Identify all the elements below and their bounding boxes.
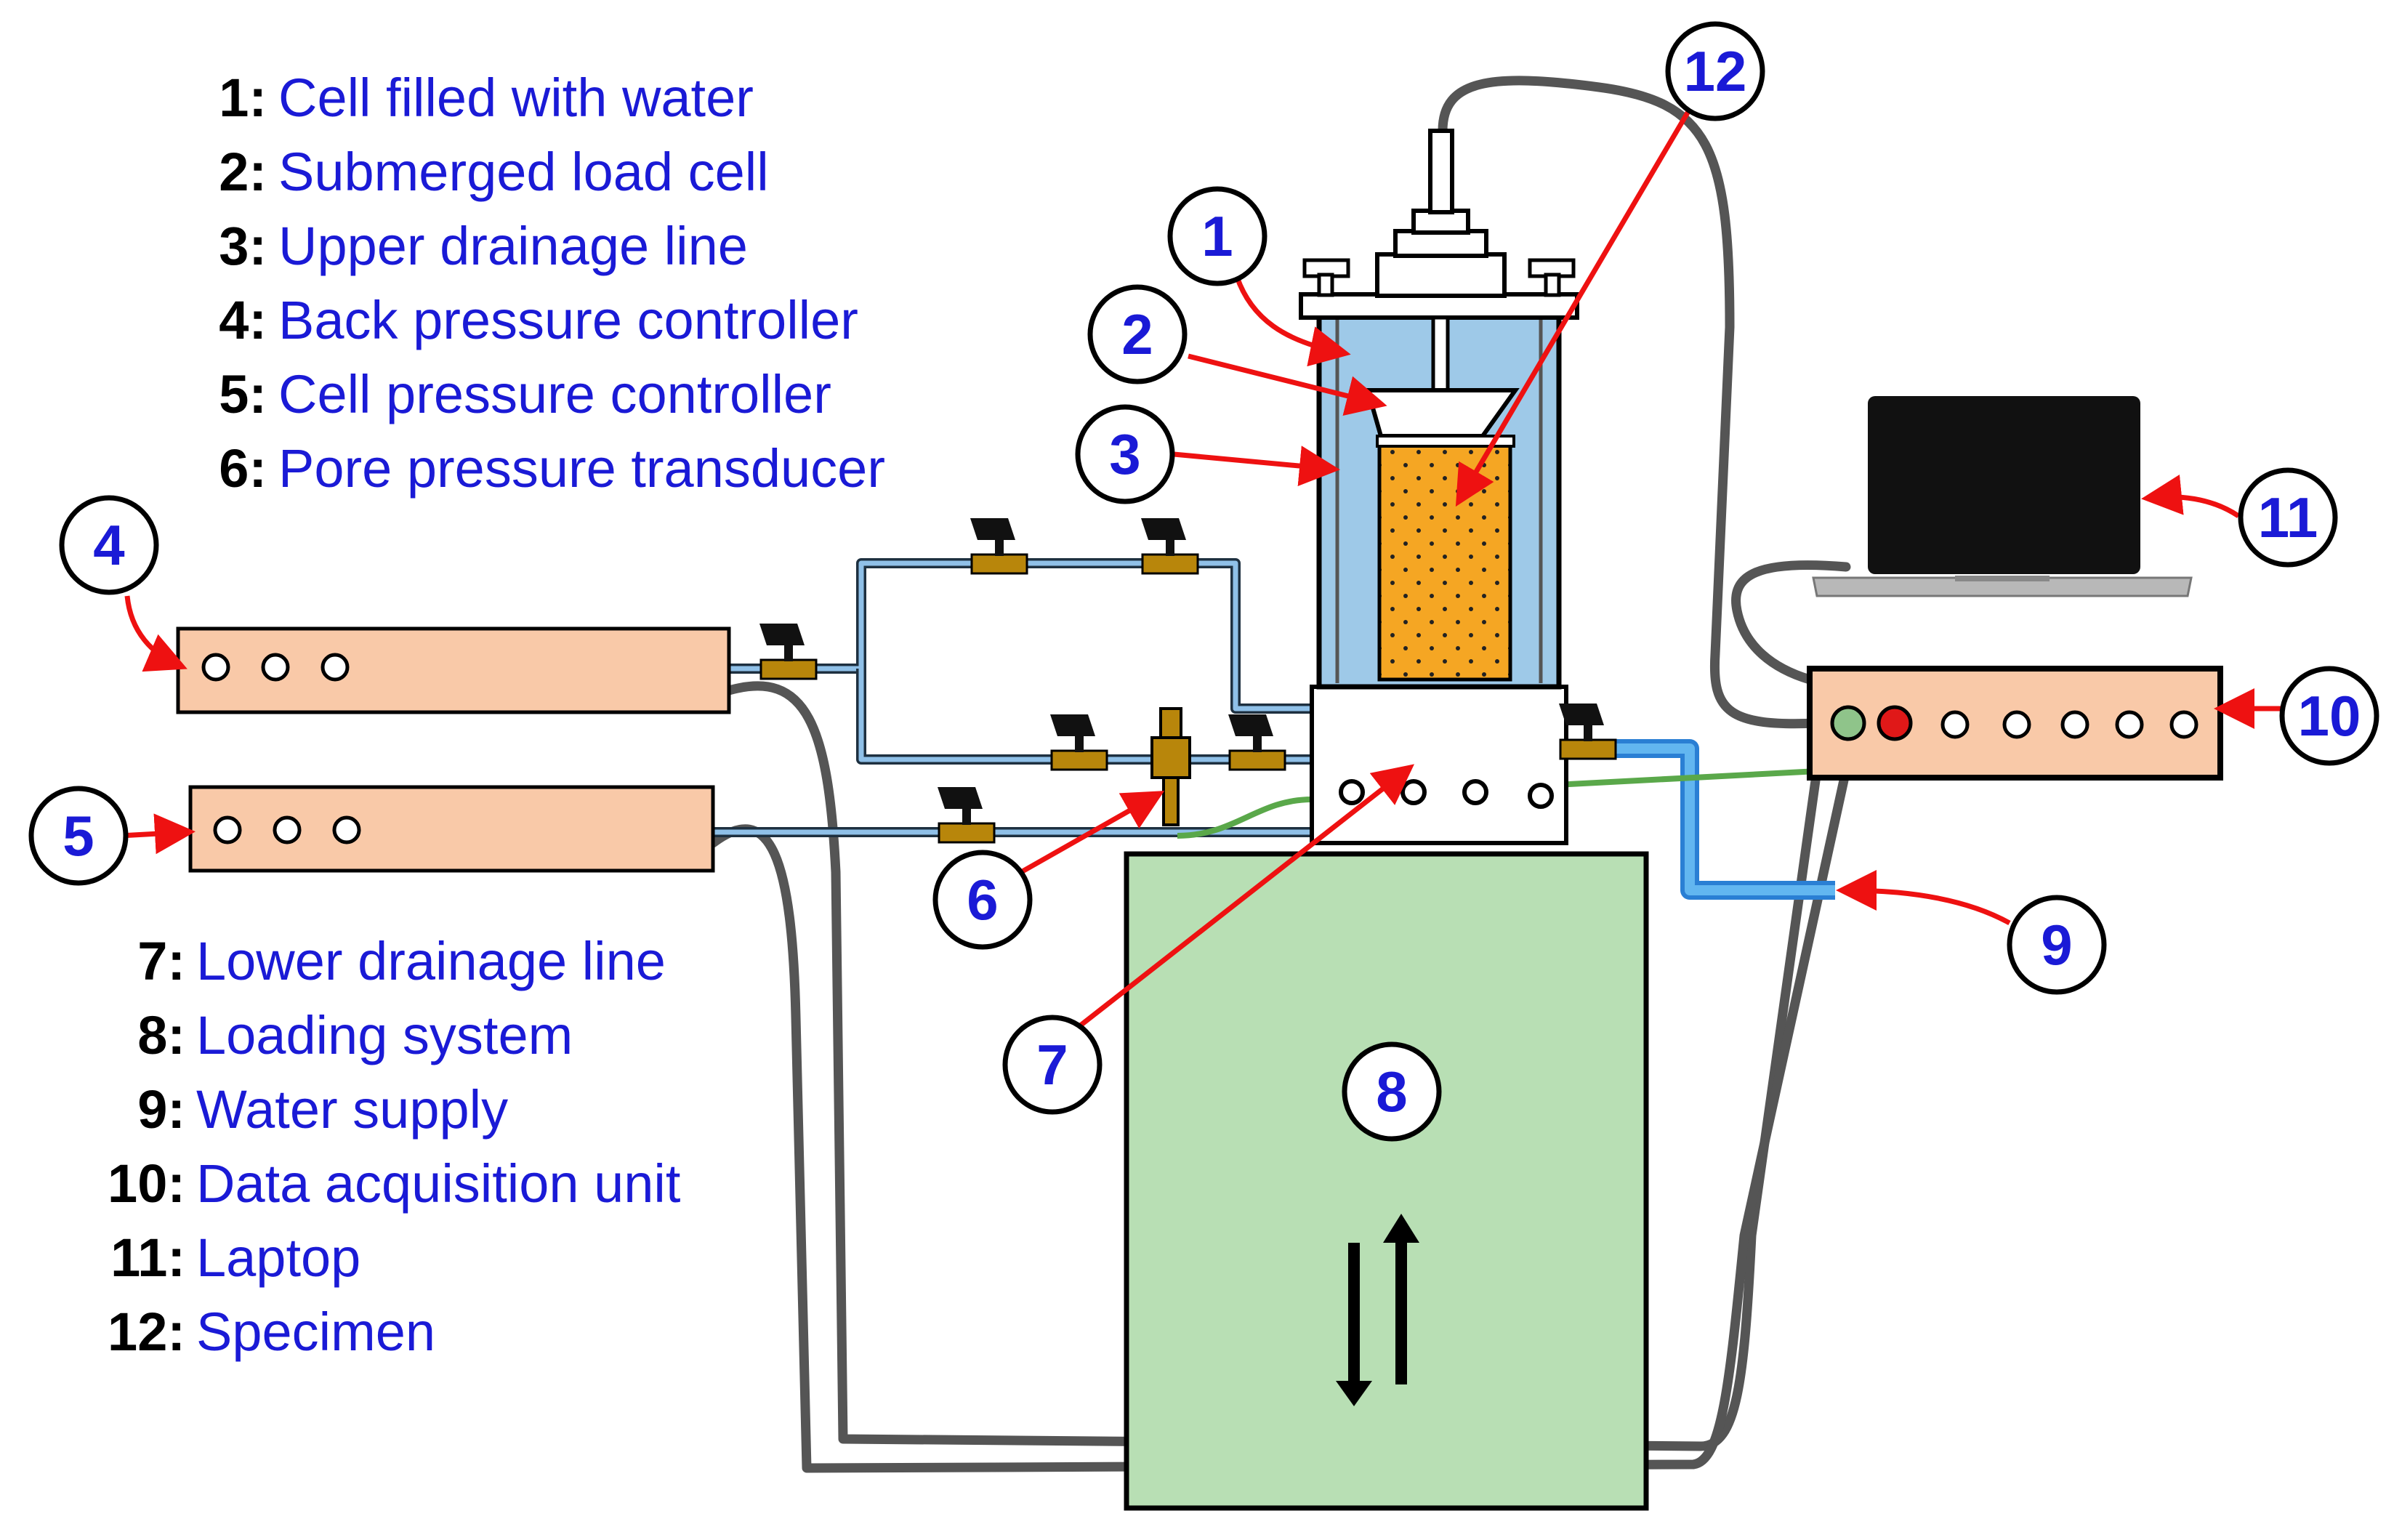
back-pressure-controller — [176, 626, 731, 714]
legend-item: 10: Data acquisition unit — [108, 1153, 681, 1214]
legend-text: Laptop — [196, 1227, 360, 1288]
legend-text: Lower drainage line — [196, 931, 666, 991]
valves — [759, 518, 1617, 844]
legend-number: 3: — [219, 216, 267, 276]
legend-item: 4: Back pressure controller — [219, 290, 858, 350]
legend-item: 3: Upper drainage line — [219, 216, 748, 276]
callout-1: 1 — [1167, 186, 1267, 286]
valve — [1050, 714, 1108, 771]
legend-top: 1: Cell filled with water 2: Submerged l… — [219, 68, 885, 499]
callout-11-label: 11 — [2258, 485, 2318, 549]
valve — [938, 787, 996, 844]
controller-4-cable — [724, 681, 1822, 1451]
callout-9: 9 — [2007, 895, 2107, 995]
legend-item: 6: Pore pressure transducer — [219, 438, 885, 499]
legend-text: Pore pressure transducer — [278, 438, 885, 499]
callout-4-label: 4 — [93, 513, 124, 577]
legend-item: 11: Laptop — [110, 1227, 360, 1288]
valve — [1559, 704, 1617, 760]
callout-1-label: 1 — [1201, 204, 1233, 268]
legend-item: 9: Water supply — [137, 1079, 508, 1140]
callout-12: 12 — [1665, 21, 1765, 121]
callout-9-label: 9 — [2041, 913, 2072, 977]
legend-item: 12: Specimen — [108, 1302, 435, 1362]
laptop-cable — [1731, 560, 1851, 685]
legend-number: 9: — [137, 1079, 185, 1140]
callout-8-label: 8 — [1376, 1060, 1407, 1124]
legend-text: Back pressure controller — [278, 290, 858, 350]
callout-7: 7 — [1002, 1015, 1103, 1115]
callout-5: 5 — [28, 786, 129, 886]
callout-7-label: 7 — [1036, 1033, 1068, 1097]
valve — [970, 518, 1028, 575]
legend-number: 12: — [108, 1302, 185, 1362]
legend-item: 1: Cell filled with water — [219, 68, 754, 128]
callout-3: 3 — [1075, 404, 1175, 504]
legend-number: 2: — [219, 142, 267, 202]
callout-arrows — [119, 108, 2286, 1034]
legend-item: 5: Cell pressure controller — [219, 364, 831, 424]
valve — [1141, 518, 1199, 575]
legend-text: Cell filled with water — [278, 68, 754, 128]
legend-number: 1: — [219, 68, 267, 128]
legend-item: 8: Loading system — [137, 1005, 573, 1065]
callout-12-label: 12 — [1684, 39, 1747, 103]
callout-8: 8 — [1342, 1041, 1442, 1142]
callout-10: 10 — [2279, 666, 2379, 766]
legend-text: Upper drainage line — [278, 216, 748, 276]
legend-bottom: 7: Lower drainage line 8: Loading system… — [108, 931, 681, 1362]
callout-11: 11 — [2238, 467, 2338, 568]
loading-system — [1124, 851, 1649, 1511]
valve — [759, 624, 818, 680]
legend-number: 7: — [137, 931, 185, 991]
legend-text: Water supply — [196, 1079, 508, 1140]
callout-2-label: 2 — [1121, 302, 1153, 366]
legend-number: 8: — [137, 1005, 185, 1065]
laptop — [1812, 396, 2193, 597]
data-acquisition-unit — [1807, 666, 2223, 781]
legend-text: Loading system — [196, 1005, 573, 1065]
cell-pressure-controller — [188, 785, 715, 873]
legend-item: 2: Submerged load cell — [219, 142, 768, 202]
legend-text: Specimen — [196, 1302, 435, 1362]
valve — [1228, 714, 1286, 771]
callout-5-label: 5 — [63, 804, 94, 868]
legend-number: 4: — [219, 290, 267, 350]
callout-10-label: 10 — [2298, 684, 2361, 748]
legend-number: 10: — [108, 1153, 185, 1214]
callout-6-label: 6 — [967, 868, 998, 932]
callout-2: 2 — [1087, 284, 1188, 384]
legend-text: Submerged load cell — [278, 142, 769, 202]
legend-text: Data acquisition unit — [196, 1153, 681, 1214]
legend-text: Cell pressure controller — [278, 364, 831, 424]
callout-3-label: 3 — [1109, 422, 1140, 486]
triaxial-cell — [1299, 129, 1579, 845]
legend-number: 6: — [219, 438, 267, 499]
legend-number: 5: — [219, 364, 267, 424]
legend-item: 7: Lower drainage line — [137, 931, 666, 991]
callout-4: 4 — [59, 495, 159, 595]
legend-number: 11: — [110, 1227, 185, 1288]
pore-pressure-transducer — [1150, 707, 1191, 826]
load-cell-cable — [1438, 76, 1822, 729]
callout-6: 6 — [932, 850, 1033, 950]
